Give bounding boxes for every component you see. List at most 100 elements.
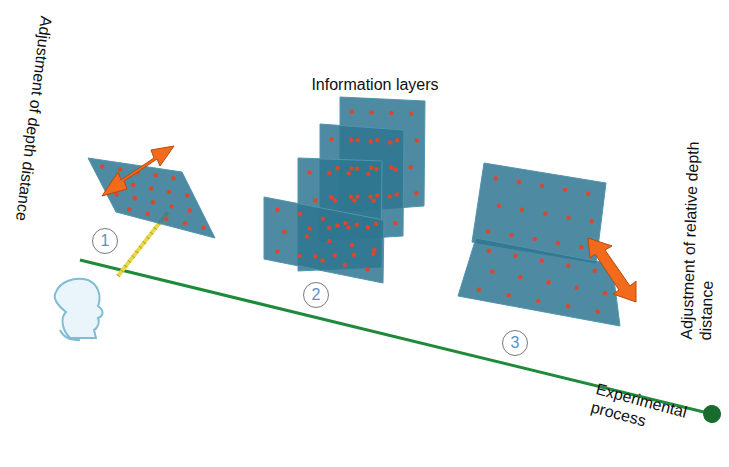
info-dot — [389, 111, 393, 115]
info-dot — [566, 264, 570, 268]
info-dot — [127, 207, 131, 211]
info-dot — [169, 204, 173, 208]
info-dot — [321, 217, 325, 221]
info-dot — [593, 269, 597, 273]
info-dot — [343, 263, 347, 267]
info-dot — [365, 267, 369, 271]
info-dot — [590, 219, 594, 223]
info-dot — [356, 138, 360, 142]
info-dot — [327, 226, 331, 230]
info-dot — [490, 270, 494, 274]
info-dot — [395, 138, 399, 142]
info-dot — [477, 288, 481, 292]
info-dot — [509, 233, 513, 237]
information-layer — [264, 197, 384, 283]
info-dot — [409, 112, 413, 116]
info-dot — [146, 212, 150, 216]
info-dot — [533, 237, 537, 241]
info-dot — [517, 180, 521, 184]
info-dot — [133, 196, 137, 200]
info-dot — [100, 164, 104, 168]
info-dot — [343, 221, 347, 225]
info-dot — [350, 166, 354, 170]
info-dot — [171, 176, 175, 180]
info-dot — [388, 140, 392, 144]
head-icon — [55, 279, 103, 338]
info-dot — [546, 280, 550, 284]
adjust-arrow — [102, 146, 174, 196]
step-circle: 2 — [303, 282, 329, 308]
info-dot — [355, 223, 359, 227]
info-dot — [566, 304, 570, 308]
info-dot — [320, 258, 324, 262]
info-dot — [118, 167, 122, 171]
info-dot — [298, 254, 302, 258]
info-dot — [574, 285, 578, 289]
info-dot — [330, 137, 334, 141]
info-dot — [393, 221, 397, 225]
info-dot — [375, 193, 379, 197]
info-dot — [540, 184, 544, 188]
info-dot — [327, 171, 331, 175]
info-dot — [374, 222, 378, 226]
info-dot — [371, 252, 375, 256]
info-dot — [415, 138, 419, 142]
head-icon-neck — [60, 330, 80, 340]
info-dot — [603, 291, 607, 295]
adjust-arrow — [588, 238, 636, 302]
info-dot — [350, 243, 354, 247]
info-dot — [372, 199, 376, 203]
info-dot — [352, 198, 356, 202]
axis-label: Experimental process — [589, 379, 707, 445]
callout-number: 2 — [312, 287, 321, 303]
info-dot — [372, 248, 376, 252]
info-dot — [414, 191, 418, 195]
info-dot — [352, 253, 356, 257]
info-dot — [282, 230, 286, 234]
info-dot — [131, 183, 135, 187]
info-dot — [486, 229, 490, 233]
info-dot — [350, 110, 354, 114]
info-dot — [366, 225, 370, 229]
info-dot — [167, 190, 171, 194]
info-dot — [497, 204, 501, 208]
info-dot — [355, 194, 359, 198]
info-dot — [333, 253, 337, 257]
info-dot — [185, 193, 189, 197]
info-dot — [201, 226, 205, 230]
info-dot — [540, 259, 544, 263]
info-dot — [536, 299, 540, 303]
info-dot — [298, 212, 302, 216]
info-dot — [394, 167, 398, 171]
callout-number: 3 — [511, 335, 520, 351]
info-dot — [579, 245, 583, 249]
info-dot — [520, 208, 524, 212]
info-dot — [151, 200, 155, 204]
info-dot — [154, 173, 158, 177]
info-dot — [305, 234, 309, 238]
step-circle: 3 — [502, 330, 528, 356]
info-dot — [333, 198, 337, 202]
info-dot — [506, 293, 510, 297]
info-dot — [307, 226, 311, 230]
info-dot — [596, 310, 600, 314]
info-dot — [329, 195, 333, 199]
axis-label: Adjustment of depth distance — [10, 0, 58, 236]
info-dot — [586, 192, 590, 196]
info-dot — [388, 194, 392, 198]
info-dot — [349, 195, 353, 199]
info-dot — [149, 186, 153, 190]
info-dot — [375, 138, 379, 142]
info-dot — [275, 249, 279, 253]
info-dot — [183, 221, 187, 225]
info-dot — [369, 139, 373, 143]
axis-label: Adjustment of relative depth distance — [677, 99, 723, 340]
info-dot — [327, 239, 331, 243]
info-dot — [188, 208, 192, 212]
info-dot — [335, 166, 339, 170]
info-dot — [366, 225, 370, 229]
info-dot — [518, 275, 522, 279]
info-dot — [563, 188, 567, 192]
info-dot — [355, 167, 359, 171]
info-dot — [389, 165, 393, 169]
